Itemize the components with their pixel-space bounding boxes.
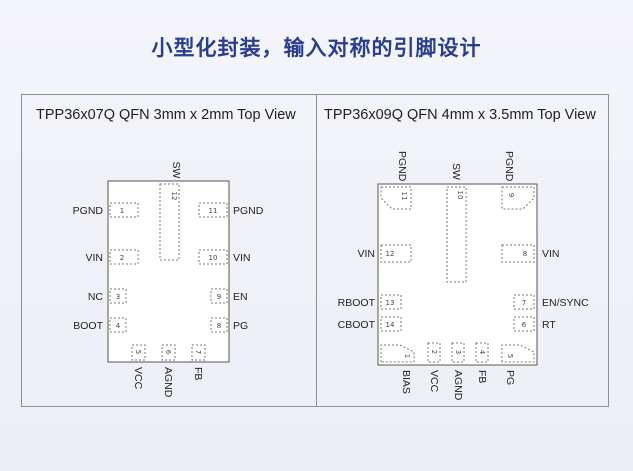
left-pin-label-en: EN — [233, 291, 248, 303]
left-pin-num-pgnd-l: 1 — [120, 207, 124, 215]
left-pin-num-vcc: 5 — [134, 350, 142, 354]
left-pin-label-pgnd-r: PGND — [233, 205, 264, 217]
left-pin-num-pgnd-r: 11 — [209, 207, 218, 215]
left-pin-num-boot: 4 — [116, 322, 121, 330]
left-pin-label-agnd: AGND — [162, 367, 174, 398]
left-pad-fb — [191, 344, 206, 361]
left-pin-label-fb: FB — [192, 367, 204, 380]
right-pin-num-rt: 6 — [522, 321, 527, 329]
right-pad-pgnd-tl — [380, 186, 412, 210]
right-pin-num-ensync: 7 — [522, 299, 526, 307]
right-pin-label-sw: SW — [450, 163, 462, 180]
left-pad-boot — [109, 317, 127, 333]
left-pad-pgnd-l — [109, 202, 139, 218]
right-pin-label-pg: PG — [504, 370, 516, 385]
left-pin-num-pg: 8 — [217, 322, 221, 330]
right-pin-num-vin-l: 12 — [386, 250, 395, 258]
left-pin-num-vin-l: 2 — [120, 254, 124, 262]
left-package-body — [107, 180, 230, 363]
frame-left-line — [21, 94, 22, 407]
left-pin-label-boot: BOOT — [73, 320, 103, 332]
left-pad-pgnd-r — [198, 202, 228, 218]
frame-top-line — [21, 94, 609, 95]
left-pin-label-vin-l: VIN — [85, 252, 103, 264]
left-pad-nc — [109, 288, 127, 304]
left-pin-num-fb: 7 — [194, 350, 202, 354]
right-pin-num-rboot: 13 — [386, 299, 395, 307]
right-package: 11 PGND 10 SW 9 PGND 12 VIN 13 RBOOT 14 … — [338, 151, 589, 401]
left-pin-num-sw: 12 — [170, 192, 178, 201]
left-pad-pg — [210, 317, 228, 333]
left-pad-en — [210, 288, 228, 304]
right-panel-title: TPP36x09Q QFN 4mm x 3.5mm Top View — [324, 107, 596, 123]
right-pin-num-pgnd-tr: 9 — [507, 193, 515, 197]
left-pad-vcc — [131, 344, 146, 361]
right-pin-num-vcc: 2 — [430, 350, 438, 354]
frame-right-line — [608, 94, 609, 407]
right-pad-pg — [501, 344, 535, 363]
left-pad-vin-r — [198, 249, 228, 265]
right-pin-label-vin-l: VIN — [357, 248, 375, 260]
frame-divider-line — [316, 94, 317, 407]
left-pin-label-pgnd-l: PGND — [73, 205, 104, 217]
right-pad-ensync — [513, 294, 535, 310]
right-pin-label-cboot: CBOOT — [338, 319, 376, 331]
right-pad-vin-l — [380, 244, 412, 263]
right-pad-vcc — [427, 342, 441, 363]
left-pin-label-sw: SW — [170, 162, 182, 179]
left-panel-title: TPP36x07Q QFN 3mm x 2mm Top View — [36, 107, 296, 123]
left-pin-label-nc: NC — [88, 291, 104, 303]
right-pin-label-vcc: VCC — [428, 370, 440, 393]
right-pad-vin-r — [501, 244, 535, 263]
right-pin-label-rboot: RBOOT — [338, 297, 376, 309]
left-pad-vin-l — [109, 249, 139, 265]
left-pin-label-vcc: VCC — [132, 367, 144, 390]
left-package: 12 SW 1 PGND 2 VIN 3 NC 4 BOOT 11 PGND 1… — [73, 162, 264, 398]
right-pin-num-bias: 1 — [403, 354, 411, 358]
right-pin-num-pg: 5 — [506, 354, 514, 358]
right-pin-label-pgnd-tl: PGND — [396, 151, 408, 182]
right-pad-rboot — [380, 294, 402, 310]
right-pin-num-vin-r: 8 — [523, 250, 527, 258]
left-pad-agnd — [161, 344, 176, 361]
left-pin-num-nc: 3 — [116, 293, 120, 301]
right-pad-fb — [475, 342, 489, 363]
right-pin-label-rt: RT — [542, 319, 556, 331]
right-pin-label-vin-r: VIN — [542, 248, 560, 260]
right-pad-sw — [446, 186, 467, 283]
left-pin-label-vin-r: VIN — [233, 252, 251, 264]
right-pin-num-agnd: 3 — [454, 350, 462, 354]
right-pad-rt — [513, 316, 535, 332]
right-pin-num-pgnd-tl: 11 — [400, 192, 408, 201]
right-pin-label-bias: BIAS — [400, 370, 412, 394]
left-pin-num-en: 9 — [217, 293, 221, 301]
right-pin-label-pgnd-tr: PGND — [503, 151, 515, 182]
frame-bottom-line — [21, 406, 609, 407]
left-pin-label-pg: PG — [233, 320, 248, 332]
left-pin-num-agnd: 6 — [164, 350, 172, 355]
right-pad-cboot — [380, 316, 402, 332]
right-pin-num-fb: 4 — [478, 350, 486, 355]
left-pin-num-vin-r: 10 — [209, 254, 218, 262]
right-pin-label-ensync: EN/SYNC — [542, 297, 589, 309]
right-pin-num-sw: 10 — [456, 191, 464, 200]
left-pad-sw — [159, 183, 180, 261]
page-title: 小型化封装，输入对称的引脚设计 — [151, 36, 482, 60]
right-pad-agnd — [451, 342, 465, 363]
right-package-body — [377, 183, 538, 366]
right-pin-label-fb: FB — [476, 370, 488, 383]
right-pin-label-agnd: AGND — [452, 370, 464, 401]
right-pin-num-cboot: 14 — [386, 321, 395, 329]
